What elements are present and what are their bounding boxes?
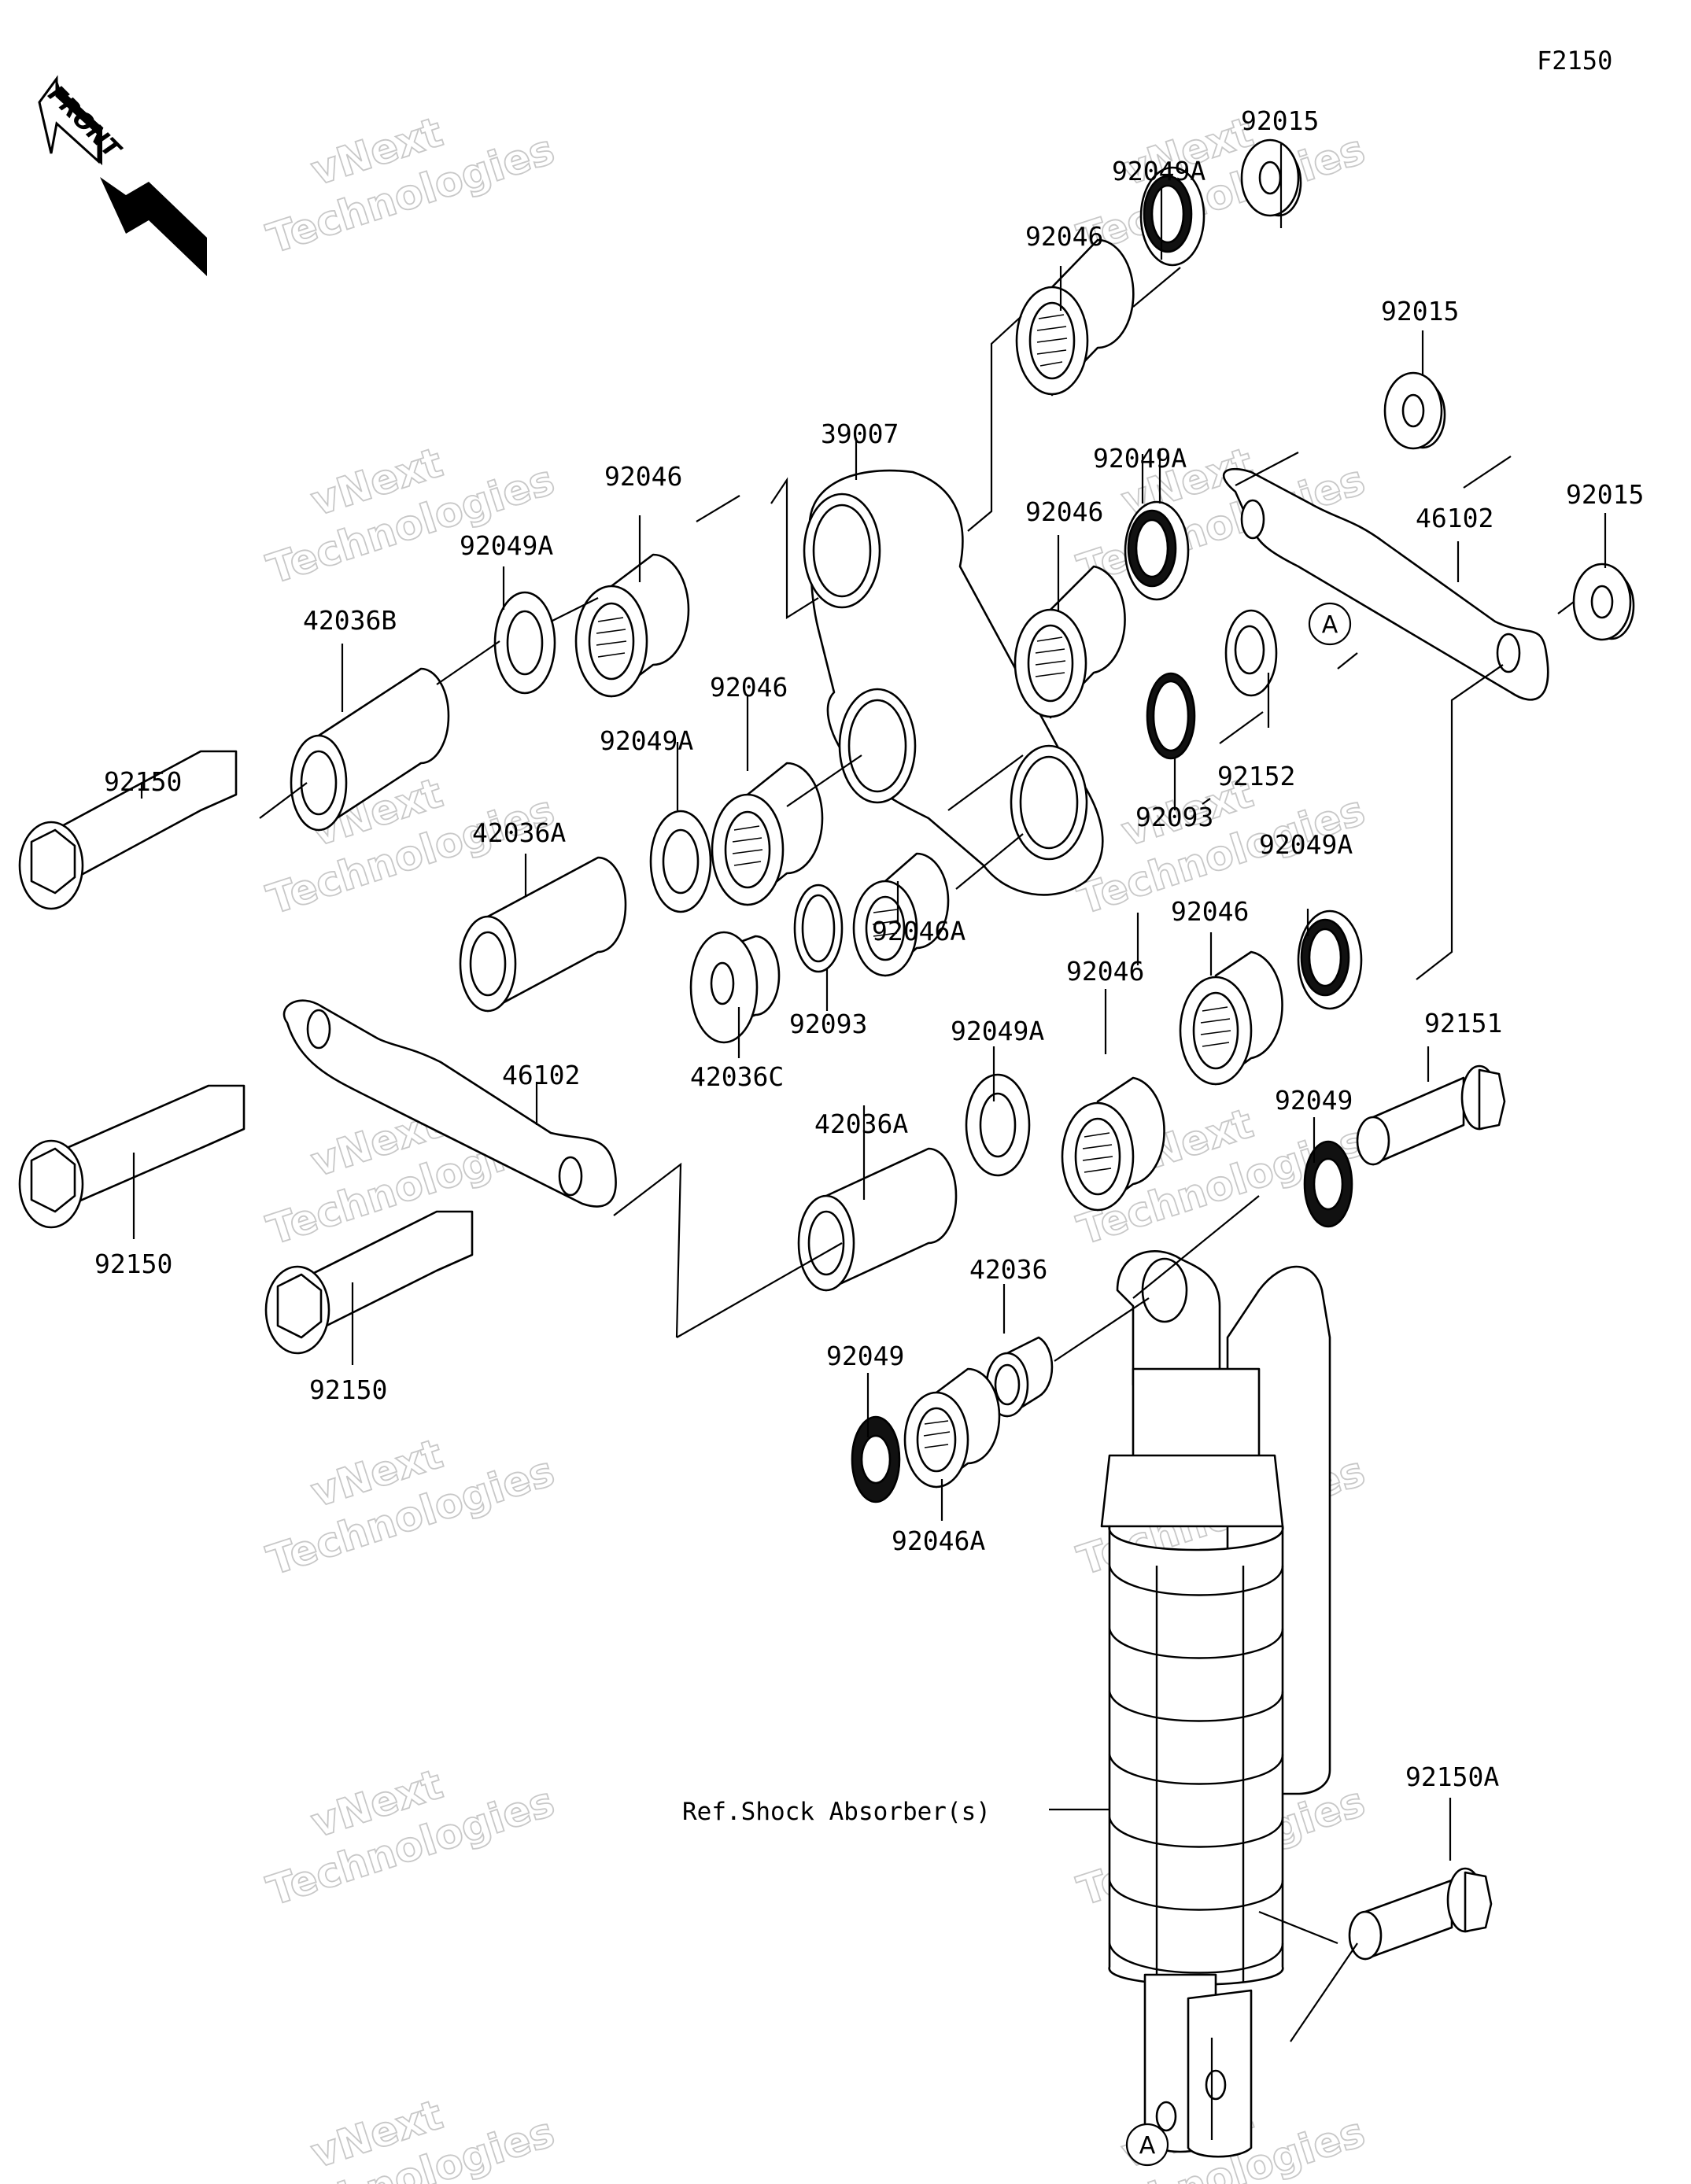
front-arrow-icon: FRONT xyxy=(38,75,207,276)
tie-rod xyxy=(282,999,617,1208)
callout-labels: 92015 92049A 92046 92015 39007 92046 920… xyxy=(94,105,1644,1792)
callout-92093[interactable]: 92093 xyxy=(1135,802,1213,832)
callout-46102[interactable]: 46102 xyxy=(1416,503,1493,533)
callout-92049a[interactable]: 92049A xyxy=(951,1016,1044,1046)
seal xyxy=(649,810,712,913)
needle-bearing xyxy=(1179,950,1283,1086)
seal xyxy=(965,1073,1031,1177)
callout-92049a[interactable]: 92049A xyxy=(460,530,553,561)
callout-42036a[interactable]: 42036A xyxy=(814,1109,908,1139)
callout-92049a[interactable]: 92049A xyxy=(1093,443,1187,474)
callout-92150a[interactable]: 92150A xyxy=(1405,1762,1499,1792)
callout-92151[interactable]: 92151 xyxy=(1424,1008,1502,1039)
callout-92049[interactable]: 92049 xyxy=(826,1341,904,1371)
oil-seal xyxy=(1146,672,1196,760)
sleeve xyxy=(290,667,450,832)
bolt xyxy=(18,750,238,910)
collar xyxy=(1224,609,1278,697)
callout-92046[interactable]: 92046 xyxy=(1025,221,1103,252)
seal xyxy=(1139,166,1205,267)
watermark: vNext Technologies xyxy=(261,108,561,264)
callout-92150[interactable]: 92150 xyxy=(104,766,182,797)
oil-seal xyxy=(793,884,844,973)
callout-92046a[interactable]: 92046A xyxy=(892,1525,985,1556)
bolt xyxy=(1356,1064,1506,1166)
rocker-arm xyxy=(803,469,1104,896)
seal xyxy=(1124,500,1190,601)
needle-bearing xyxy=(1061,1076,1165,1212)
leader-lines xyxy=(132,144,1607,2140)
callout-42036a[interactable]: 42036A xyxy=(472,817,566,848)
callout-92015[interactable]: 92015 xyxy=(1381,296,1459,326)
reference-marker-a: A xyxy=(1125,2123,1169,2167)
seal xyxy=(1303,1140,1353,1228)
needle-bearing xyxy=(574,553,690,698)
shock-absorber xyxy=(1100,1250,1331,2158)
needle-bearing xyxy=(1013,565,1126,719)
callout-92049a[interactable]: 92049A xyxy=(600,725,693,756)
needle-bearing xyxy=(903,1367,1001,1489)
watermark: vNext Technologies xyxy=(261,1430,561,1585)
callout-92150[interactable]: 92150 xyxy=(94,1249,172,1279)
tie-rod xyxy=(1223,467,1549,701)
callout-92046[interactable]: 92046 xyxy=(1025,496,1103,527)
reference-note: Ref.Shock Absorber(s) xyxy=(682,1798,991,1826)
callout-92049[interactable]: 92049 xyxy=(1275,1085,1353,1116)
callout-92046[interactable]: 92046 xyxy=(1066,956,1144,987)
callout-42036[interactable]: 42036 xyxy=(969,1254,1047,1285)
needle-bearing xyxy=(852,852,950,977)
sleeve xyxy=(797,1147,958,1292)
sleeve xyxy=(459,856,627,1013)
svg-text:A: A xyxy=(1322,611,1338,639)
needle-bearing xyxy=(711,762,824,906)
flange-nut xyxy=(1240,138,1302,217)
svg-text:A: A xyxy=(1139,2132,1156,2160)
diagram-code: F2150 xyxy=(1537,46,1612,76)
callout-92049a[interactable]: 92049A xyxy=(1112,156,1205,186)
callout-46102[interactable]: 46102 xyxy=(502,1060,580,1090)
watermark: vNext Technologies xyxy=(261,1760,561,1916)
seal xyxy=(1297,909,1363,1010)
callout-92015[interactable]: 92015 xyxy=(1241,105,1319,136)
callout-92046a[interactable]: 92046A xyxy=(872,916,965,946)
flanged-collar xyxy=(689,931,781,1044)
watermark: vNext Technologies xyxy=(261,438,561,594)
callout-92046[interactable]: 92046 xyxy=(710,672,788,703)
flange-nut xyxy=(1572,563,1635,641)
callout-42036b[interactable]: 42036B xyxy=(303,605,397,636)
bolt xyxy=(264,1210,474,1355)
callout-92015[interactable]: 92015 xyxy=(1566,479,1644,510)
callout-92093[interactable]: 92093 xyxy=(789,1009,867,1039)
seal xyxy=(851,1415,901,1503)
bolt xyxy=(18,1084,246,1229)
callout-92150[interactable]: 92150 xyxy=(309,1374,387,1405)
flange-nut xyxy=(1383,371,1446,450)
seal xyxy=(493,591,556,695)
callout-92049a[interactable]: 92049A xyxy=(1259,829,1353,860)
callout-92046[interactable]: 92046 xyxy=(604,461,682,492)
callout-92152[interactable]: 92152 xyxy=(1217,761,1295,791)
callout-42036c[interactable]: 42036C xyxy=(690,1061,784,1092)
needle-bearing xyxy=(1015,238,1135,397)
parts xyxy=(18,138,1635,2158)
callout-92046[interactable]: 92046 xyxy=(1171,896,1249,927)
callout-39007[interactable]: 39007 xyxy=(821,419,899,449)
watermark: vNext Technologies xyxy=(261,2090,561,2184)
bolt xyxy=(1348,1867,1493,1961)
reference-marker-a: A xyxy=(1308,602,1352,646)
